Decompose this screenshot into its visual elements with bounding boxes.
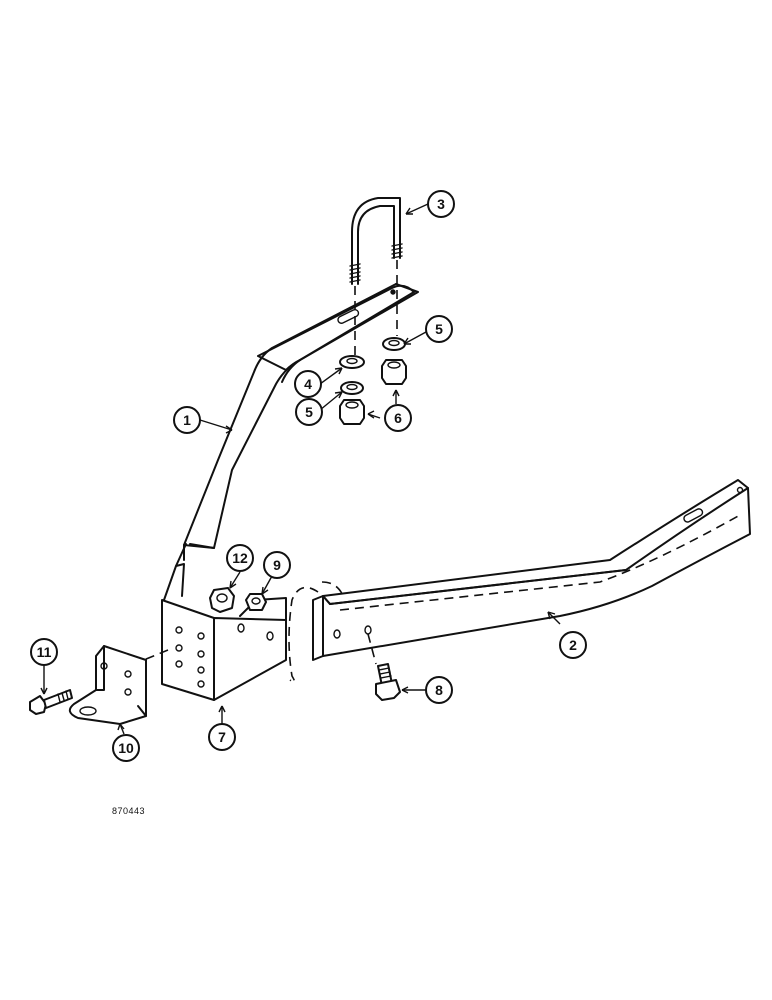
- callout-3: 3: [427, 190, 455, 218]
- callout-11: 11: [30, 638, 58, 666]
- part-3-u-bolt: [349, 197, 403, 356]
- leader-lines: [40, 203, 561, 735]
- callout-6: 6: [384, 404, 412, 432]
- part-6-hex-nut-right: [381, 359, 407, 385]
- callout-1: 1: [173, 406, 201, 434]
- part-5-lock-washer-right: [382, 337, 406, 351]
- callout-4: 4: [294, 370, 322, 398]
- part-11-bolt: [29, 689, 73, 715]
- part-8-bolt: [367, 633, 401, 701]
- callout-10-label: 10: [118, 740, 134, 756]
- callout-8: 8: [425, 676, 453, 704]
- part-7-mounting-bracket: [161, 543, 287, 701]
- callout-4-label: 4: [304, 376, 312, 392]
- reference-number: 870443: [112, 806, 145, 816]
- part-4-flat-washer: [339, 355, 365, 369]
- part-12-hex-nut: [209, 587, 235, 613]
- callout-2: 2: [559, 631, 587, 659]
- part-5-lock-washer-left: [340, 381, 364, 395]
- callout-5-left: 5: [295, 398, 323, 426]
- callout-5-right-label: 5: [435, 321, 443, 337]
- callout-9: 9: [263, 551, 291, 579]
- assembly-path-dashed: [288, 586, 319, 684]
- callout-2-label: 2: [569, 637, 577, 653]
- callout-3-label: 3: [437, 196, 445, 212]
- callout-5-left-label: 5: [305, 404, 313, 420]
- callout-10: 10: [112, 734, 140, 762]
- part-10-hitch-plate: [68, 645, 147, 725]
- callout-8-label: 8: [435, 682, 443, 698]
- callout-12-label: 12: [232, 550, 248, 566]
- part-9-lock-nut: [245, 593, 267, 611]
- part-2-lower-bar: [312, 479, 751, 661]
- callout-5-right: 5: [425, 315, 453, 343]
- callout-9-label: 9: [273, 557, 281, 573]
- assembly-path-dashed-return: [321, 581, 345, 599]
- callout-12: 12: [226, 544, 254, 572]
- callout-6-label: 6: [394, 410, 402, 426]
- callout-1-label: 1: [183, 412, 191, 428]
- callout-7-label: 7: [218, 729, 226, 745]
- part-6-hex-nut-left: [339, 399, 365, 425]
- callout-7: 7: [208, 723, 236, 751]
- callout-11-label: 11: [37, 644, 52, 660]
